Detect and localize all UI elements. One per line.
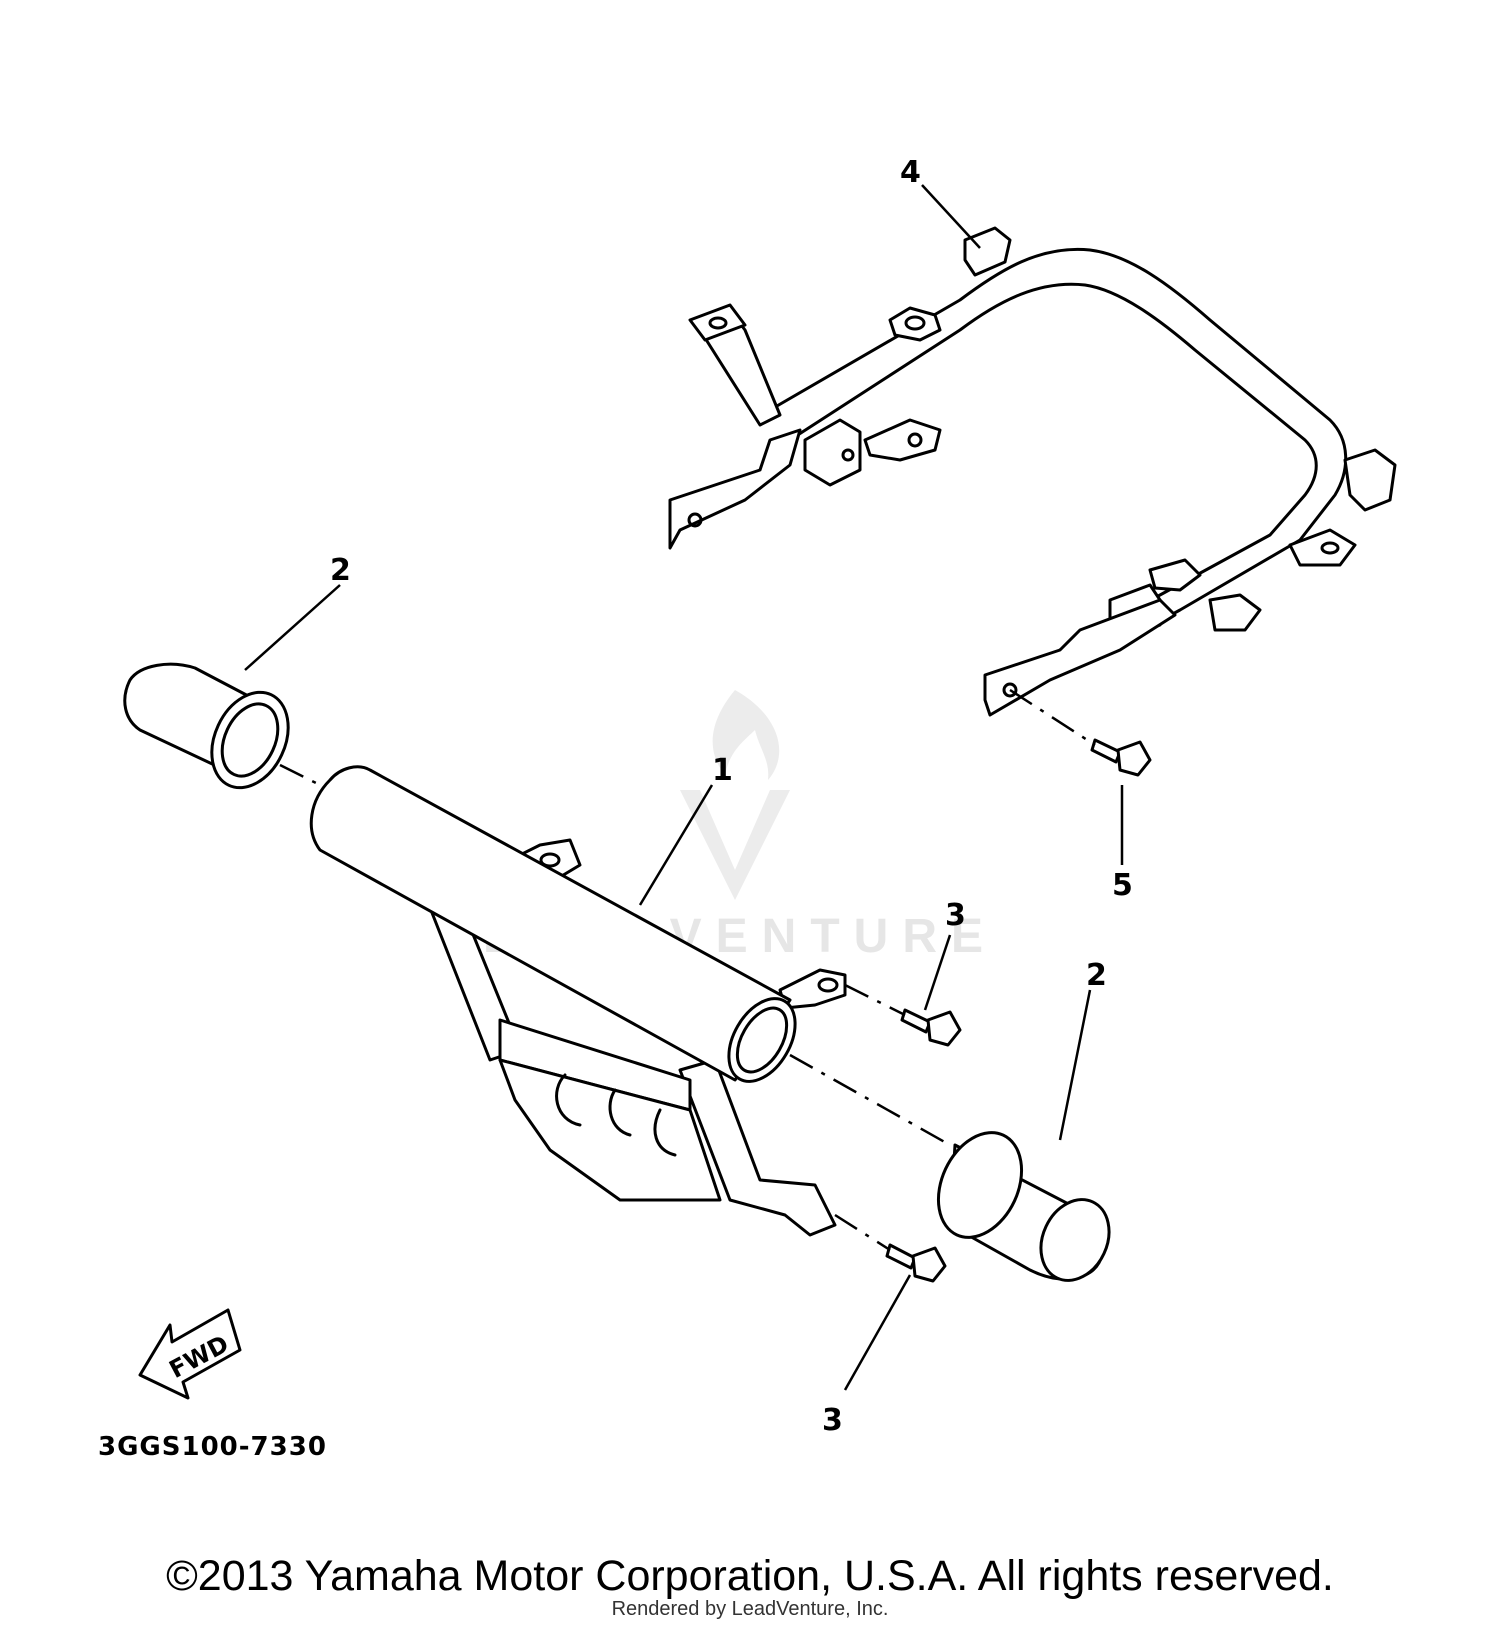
callout-2-right: 2	[1086, 958, 1107, 993]
part-3-bolt-upper	[900, 1008, 962, 1047]
part-1-front-bar	[309, 765, 847, 1237]
part-2-end-cap-left	[123, 662, 290, 790]
leader-lines	[244, 184, 1124, 1391]
part-4-rear-bar	[668, 226, 1397, 717]
rendered-by-notice: Rendered by LeadVenture, Inc.	[611, 1598, 889, 1620]
callout-3-lower: 3	[822, 1403, 843, 1438]
part-2-end-cap-right	[936, 1131, 1111, 1282]
copyright-notice: ©2013 Yamaha Motor Corporation, U.S.A. A…	[166, 1552, 1334, 1600]
callout-4: 4	[900, 155, 921, 190]
assembly-lines	[279, 688, 1096, 1252]
part-3-bolt-lower	[885, 1243, 947, 1283]
callout-3-upper: 3	[945, 898, 966, 933]
callout-1: 1	[712, 753, 733, 788]
callouts: 4 2 1 5 3 2 3	[330, 155, 1133, 1438]
fwd-arrow-icon: FWD	[138, 1308, 242, 1400]
diagram-part-code: 3GGS100-7330	[98, 1432, 327, 1462]
callout-2-left: 2	[330, 553, 351, 588]
callout-5: 5	[1112, 868, 1133, 903]
part-5-bolt	[1090, 738, 1152, 777]
watermark-logo-icon	[680, 690, 790, 900]
